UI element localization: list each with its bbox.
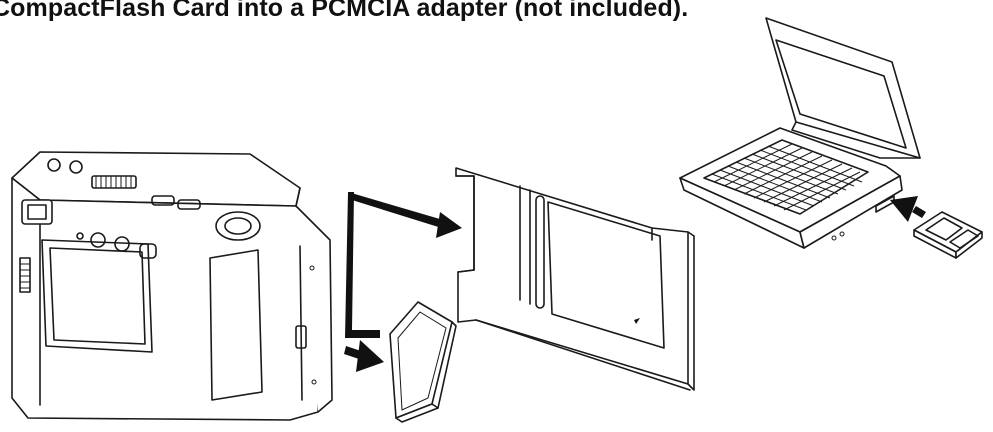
arrow-into-card — [344, 340, 384, 372]
laptop-computer — [679, 17, 921, 249]
compactflash-card-small — [913, 211, 983, 259]
caption: CompactFlash Card into a PCMCIA adapter … — [0, 0, 689, 22]
arrow-into-laptop — [890, 196, 926, 222]
arrow-camera-to-adapter — [345, 192, 462, 338]
digital-camera — [11, 151, 333, 421]
pcmcia-adapter — [455, 167, 695, 391]
compactflash-card — [389, 301, 457, 423]
